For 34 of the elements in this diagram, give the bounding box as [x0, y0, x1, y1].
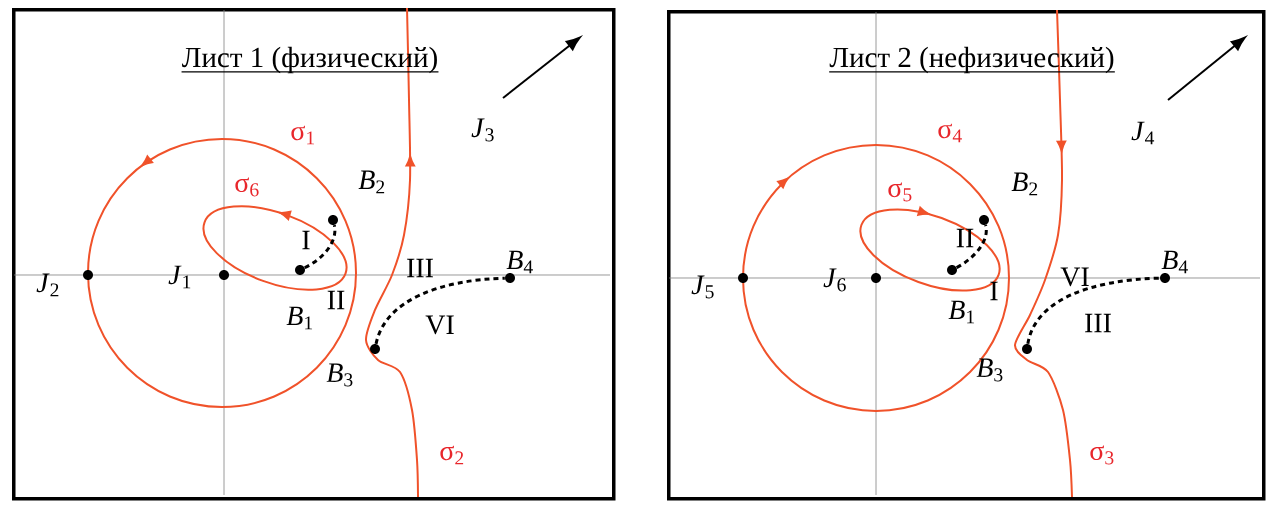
point-label: J$_{2}$ [36, 273, 59, 297]
point-label: B$_{2}$ [358, 170, 385, 194]
point-label: J$_{6}$ [823, 268, 846, 292]
contour-label: σ$_{4}$ [938, 123, 962, 143]
panel-frame [12, 8, 616, 501]
region-label: VI [1060, 267, 1089, 287]
region-label: VI [425, 315, 454, 335]
region-label: III [1085, 313, 1111, 333]
branch-cut [1026, 276, 1160, 345]
contour-label: σ$_{2}$ [440, 445, 464, 465]
point-label: B$_{4}$ [506, 250, 533, 274]
region-label: J$_{4}$ [1131, 121, 1155, 145]
region-label: III [407, 258, 433, 278]
point-label: B$_{2}$ [1011, 172, 1038, 196]
contour-label: σ$_{1}$ [291, 125, 315, 145]
point-label: J$_{5}$ [691, 275, 714, 299]
point-label: B$_{4}$ [1161, 250, 1188, 274]
point-label: B$_{3}$ [326, 363, 353, 387]
contour-label: σ$_{5}$ [888, 182, 912, 202]
point-label: B$_{1}$ [286, 306, 313, 330]
region-label: J$_{3}$ [471, 118, 494, 142]
point-label: B$_{3}$ [976, 358, 1003, 382]
branch-cut [955, 224, 988, 269]
branch-cut [304, 224, 337, 270]
panel-frame [667, 10, 1266, 501]
point-label: B$_{1}$ [948, 300, 975, 324]
region-label: I [990, 281, 998, 301]
point-label: J$_{1}$ [168, 265, 191, 289]
region-label: II [327, 290, 345, 310]
contour-label: σ$_{6}$ [235, 177, 259, 197]
region-label: I [302, 230, 310, 250]
region-label: II [956, 228, 974, 248]
contour-label: σ$_{3}$ [1090, 445, 1114, 465]
branch-cut [374, 276, 505, 345]
